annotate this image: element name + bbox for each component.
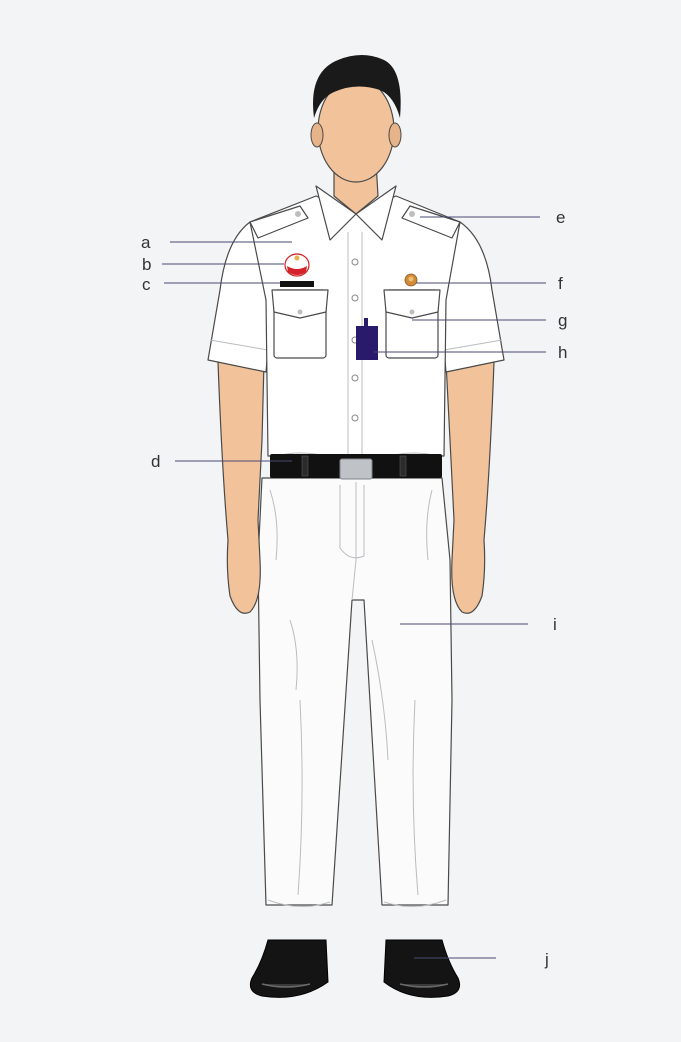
callout-label-h: h: [558, 343, 567, 362]
callout-label-i: i: [553, 615, 557, 634]
badge-left-chest: [285, 254, 309, 276]
callout-label-g: g: [558, 311, 567, 330]
callout-label-a: a: [141, 233, 151, 252]
callout-label-d: d: [151, 452, 160, 471]
callout-label-b: b: [142, 255, 151, 274]
pocket-left: [272, 290, 328, 358]
name-bar: [280, 281, 314, 287]
callout-label-f: f: [558, 274, 563, 293]
callout-label-c: c: [142, 275, 151, 294]
callout-label-e: e: [556, 208, 565, 227]
pocket-right: [384, 290, 440, 358]
belt: [270, 454, 442, 479]
belt-buckle: [340, 459, 372, 479]
callout-label-j: j: [544, 950, 549, 969]
pin-right-chest: [405, 274, 417, 286]
